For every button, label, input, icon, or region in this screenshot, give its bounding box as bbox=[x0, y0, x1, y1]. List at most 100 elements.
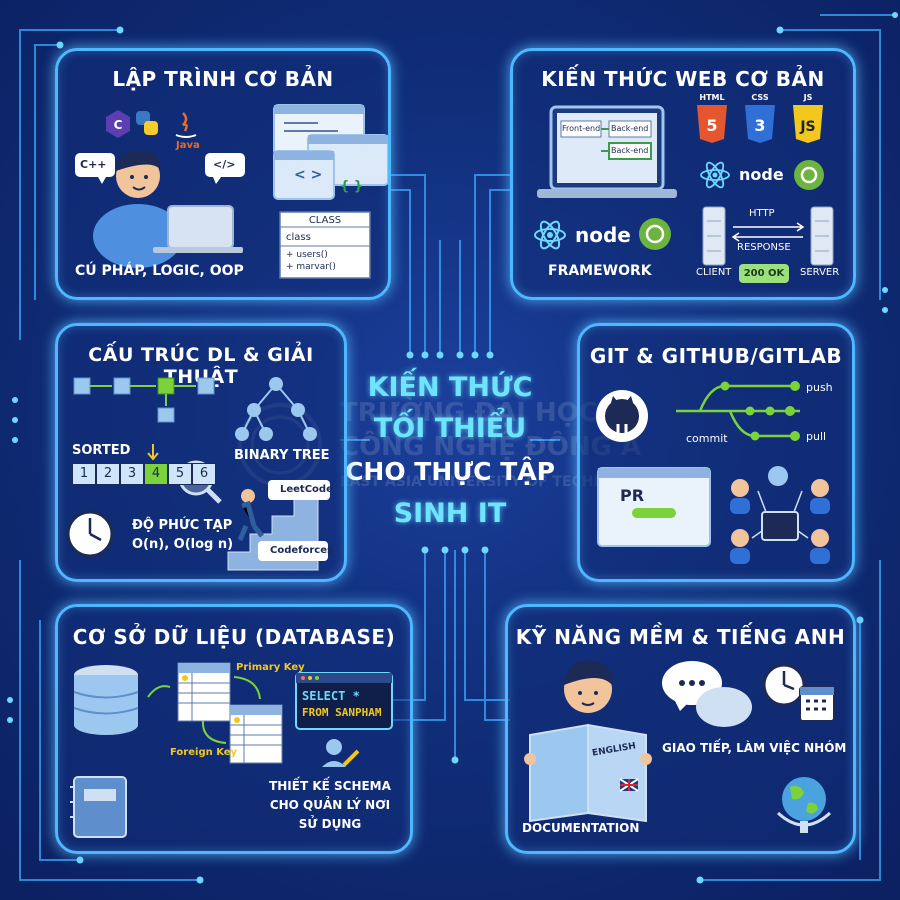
framework-label: FRAMEWORK bbox=[548, 263, 652, 279]
backend-label-2: Back-end bbox=[611, 146, 649, 155]
html-label: HTML bbox=[699, 93, 725, 102]
table-2 bbox=[229, 704, 283, 764]
svg-text:JS: JS bbox=[799, 119, 815, 135]
caption: CÚ PHÁP, LOGIC, OOP bbox=[75, 263, 244, 279]
linked-list bbox=[73, 377, 215, 423]
calendar-icon bbox=[799, 686, 835, 722]
github-icon bbox=[596, 390, 648, 442]
branch-graph bbox=[676, 384, 800, 438]
http-label: HTTP bbox=[749, 208, 775, 219]
code-brackets: < > bbox=[294, 167, 323, 183]
python-icon bbox=[136, 111, 158, 135]
communication-label: GIAO TIẾP, LÀM VIỆC NHÓM bbox=[662, 741, 847, 755]
html5-icon: 5 bbox=[697, 105, 727, 143]
class-name: class bbox=[286, 232, 311, 243]
code-braces: { } bbox=[340, 179, 364, 194]
pull-request-label: PR bbox=[620, 486, 645, 505]
svg-text:C: C bbox=[114, 118, 123, 132]
array-cell-highlight: 4 bbox=[144, 463, 168, 485]
card-programming-basics: LẬP TRÌNH CƠ BẢN C bbox=[55, 48, 391, 300]
web-illustration: 5 3 JS bbox=[534, 105, 834, 283]
frontend-label: Front-end bbox=[562, 124, 601, 133]
card-title: CẤU TRÚC DL & GIẢI THUẬT bbox=[88, 344, 314, 388]
center-title-line3: CHO THỰC TẬP bbox=[345, 457, 555, 486]
card-title: KIẾN THỨC WEB CƠ BẢN bbox=[541, 67, 825, 91]
center-title-line4: SINH IT bbox=[393, 498, 507, 529]
csharp-icon: C bbox=[106, 110, 130, 138]
notebook-icon bbox=[70, 776, 127, 838]
codeforces-badge: Codeforces bbox=[270, 545, 333, 556]
globe-icon bbox=[776, 777, 832, 833]
spring-icon-top bbox=[794, 160, 824, 190]
commit-label: commit bbox=[686, 432, 728, 445]
sql-line-2: FROM SANPHAM bbox=[302, 706, 382, 719]
bubble-code-label: </> bbox=[213, 158, 236, 171]
primary-key-label: Primary Key bbox=[236, 662, 305, 673]
book-icon bbox=[524, 723, 652, 823]
center-title-line2: TỐI THIỂU bbox=[373, 413, 527, 444]
array-cell: 2 bbox=[96, 463, 120, 485]
card-title: LẬP TRÌNH CƠ BẢN bbox=[112, 67, 334, 91]
node-label: node bbox=[575, 223, 631, 247]
server-label: SERVER bbox=[800, 267, 840, 278]
java-icon bbox=[175, 112, 197, 138]
css3-icon: 3 bbox=[745, 105, 775, 143]
card-database: CƠ SỞ DỮ LIỆU (DATABASE) bbox=[55, 604, 413, 854]
card-title: CƠ SỞ DỮ LIỆU (DATABASE) bbox=[72, 625, 396, 649]
clock-icon bbox=[66, 510, 114, 558]
css-label: CSS bbox=[751, 93, 769, 102]
user-wrench-icon bbox=[322, 739, 360, 767]
center-title-line1: KIẾN THỨC bbox=[367, 372, 533, 403]
java-label: Java bbox=[176, 140, 200, 151]
leetcode-badge: LeetCode bbox=[280, 484, 333, 495]
schema-line-1: THIẾT KẾ SCHEMA bbox=[269, 779, 391, 793]
sql-line-1: SELECT * bbox=[302, 689, 360, 703]
js-icon: JS bbox=[793, 105, 823, 143]
client-label: CLIENT bbox=[696, 267, 732, 278]
sql-window bbox=[295, 672, 393, 730]
card-title: GIT & GITHUB/GITLAB bbox=[589, 344, 843, 368]
card-soft-skills: KỸ NĂNG MỀM & TIẾNG ANH bbox=[505, 604, 856, 854]
svg-text:3: 3 bbox=[754, 116, 765, 135]
sorted-label: SORTED bbox=[72, 443, 131, 458]
backend-label-1: Back-end bbox=[611, 124, 649, 133]
card-web-basics: KIẾN THỨC WEB CƠ BẢN 5 3 JS bbox=[510, 48, 856, 300]
class-method-2: + marvar() bbox=[286, 262, 336, 272]
array-cell: 3 bbox=[120, 463, 144, 485]
status-ok-badge: 200 OK bbox=[743, 268, 785, 279]
reader-avatar bbox=[564, 660, 613, 713]
clock-icon bbox=[762, 663, 806, 707]
card-data-structures: CẤU TRÚC DL & GIẢI THUẬT bbox=[55, 323, 347, 582]
card-title: KỸ NĂNG MỀM & TIẾNG ANH bbox=[515, 625, 846, 649]
watermark-line1: TRƯỜNG ĐẠI HỌC bbox=[340, 398, 598, 428]
schema-line-2: CHO QUẢN LÝ NƠI bbox=[269, 798, 391, 812]
laptop-icon bbox=[537, 105, 677, 198]
chat-bubbles-icon bbox=[662, 661, 752, 727]
server-icons bbox=[702, 206, 834, 266]
foreign-key-label: Foreign Key bbox=[170, 747, 238, 758]
class-method-1: + users() bbox=[286, 250, 328, 260]
database-icon bbox=[73, 665, 139, 735]
documentation-label: DOCUMENTATION bbox=[522, 821, 640, 835]
programming-illustration: C bbox=[75, 104, 388, 279]
soft-skills-illustration bbox=[524, 660, 835, 833]
array-cell: 5 bbox=[168, 463, 192, 485]
svg-text:5: 5 bbox=[706, 116, 717, 135]
array-cell: 1 bbox=[72, 463, 96, 485]
complexity-label: ĐỘ PHỨC TẠP bbox=[132, 518, 233, 533]
react-icon-top bbox=[700, 161, 730, 189]
response-label: RESPONSE bbox=[737, 242, 791, 253]
react-icon bbox=[534, 220, 566, 250]
push-label: push bbox=[806, 381, 833, 394]
js-label: JS bbox=[803, 93, 813, 102]
pull-label: pull bbox=[806, 430, 827, 443]
database-illustration bbox=[70, 662, 393, 838]
table-1 bbox=[177, 662, 231, 722]
code-windows bbox=[273, 104, 388, 200]
array-cell: 6 bbox=[192, 463, 216, 485]
git-illustration bbox=[596, 381, 830, 564]
binary-tree-icon bbox=[235, 377, 317, 441]
complexity-value: O(n), O(log n) bbox=[132, 537, 234, 552]
bubble-cpp-label: C++ bbox=[80, 158, 107, 171]
